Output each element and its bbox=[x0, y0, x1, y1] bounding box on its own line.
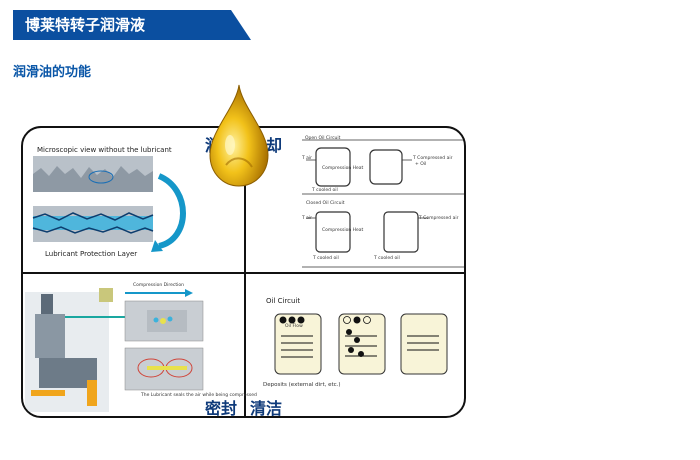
cooling-illustration bbox=[302, 139, 464, 268]
sealing-title: 密封 bbox=[205, 399, 238, 418]
oil-circuit-label: Oil Circuit bbox=[266, 297, 301, 305]
cleaning-title: 清洁 bbox=[250, 399, 283, 418]
page-header-banner: 博莱特转子润滑液 bbox=[13, 10, 251, 40]
closed-oil-circuit-label: Closed Oil Circuit bbox=[306, 201, 345, 206]
cleaning-illustration bbox=[274, 313, 448, 375]
closed-t-compressed-air-label: T Compressed air bbox=[419, 216, 459, 221]
closed-t-air-label: T air bbox=[302, 216, 313, 221]
closed-t-cooled-oil-1-label: T cooled oil bbox=[313, 256, 339, 261]
open-t-cooled-oil-label: T cooled oil bbox=[312, 188, 338, 193]
deposits-label: Deposits (external dirt, etc.) bbox=[263, 382, 341, 388]
oil-flow-label: Oil Flow bbox=[285, 324, 303, 329]
closed-t-cooled-oil-2-label: T cooled oil bbox=[374, 256, 400, 261]
panel-horizontal-divider bbox=[23, 272, 464, 274]
sealing-illustration bbox=[25, 288, 204, 412]
section-title: 润滑油的功能 bbox=[13, 65, 92, 80]
lubrication-bottom-caption: Lubricant Protection Layer bbox=[45, 250, 138, 258]
compression-direction-label: Compression Direction bbox=[133, 283, 184, 288]
open-compression-heat-label: Compression Heat bbox=[322, 166, 364, 171]
sealing-note: The Lubricant seals the air while being … bbox=[141, 393, 257, 398]
lubrication-illustration bbox=[32, 156, 186, 252]
open-oil-circuit-label: Open Oil Circuit bbox=[305, 136, 341, 141]
open-t-compressed-air-label: T Compressed air bbox=[413, 156, 453, 161]
open-t-air-label: T air bbox=[302, 156, 313, 161]
closed-compression-heat-label: Compression Heat bbox=[322, 228, 364, 233]
page-header-title: 博莱特转子润滑液 bbox=[25, 16, 146, 34]
oil-drop-icon bbox=[209, 84, 269, 187]
lubrication-top-caption: Microscopic view without the lubricant bbox=[37, 146, 172, 154]
open-plus-oil-label: + Oil bbox=[415, 162, 427, 167]
